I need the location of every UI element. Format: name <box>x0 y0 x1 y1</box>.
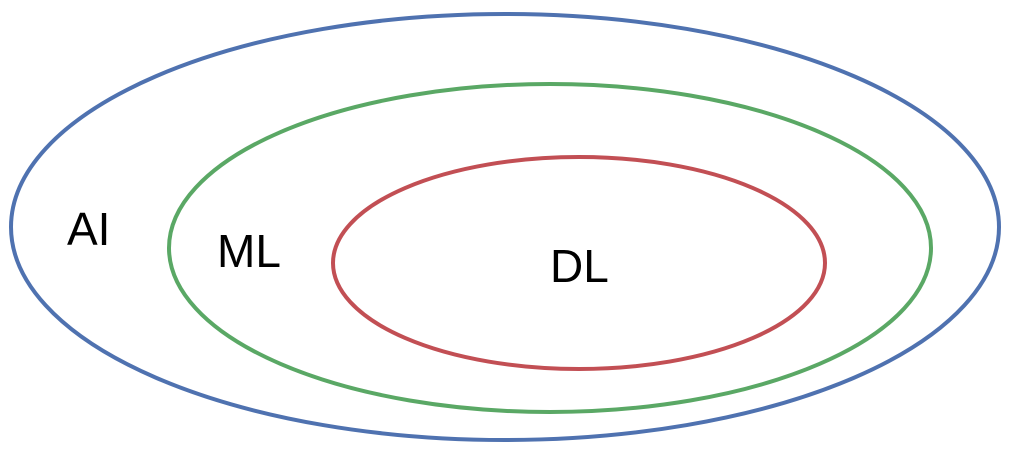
ai-ellipse <box>9 12 1001 442</box>
dl-label: DL <box>550 240 609 292</box>
dl-ellipse <box>331 155 827 371</box>
ml-label: ML <box>217 225 281 277</box>
ai-label: AI <box>67 203 110 255</box>
ml-ellipse <box>167 82 933 414</box>
